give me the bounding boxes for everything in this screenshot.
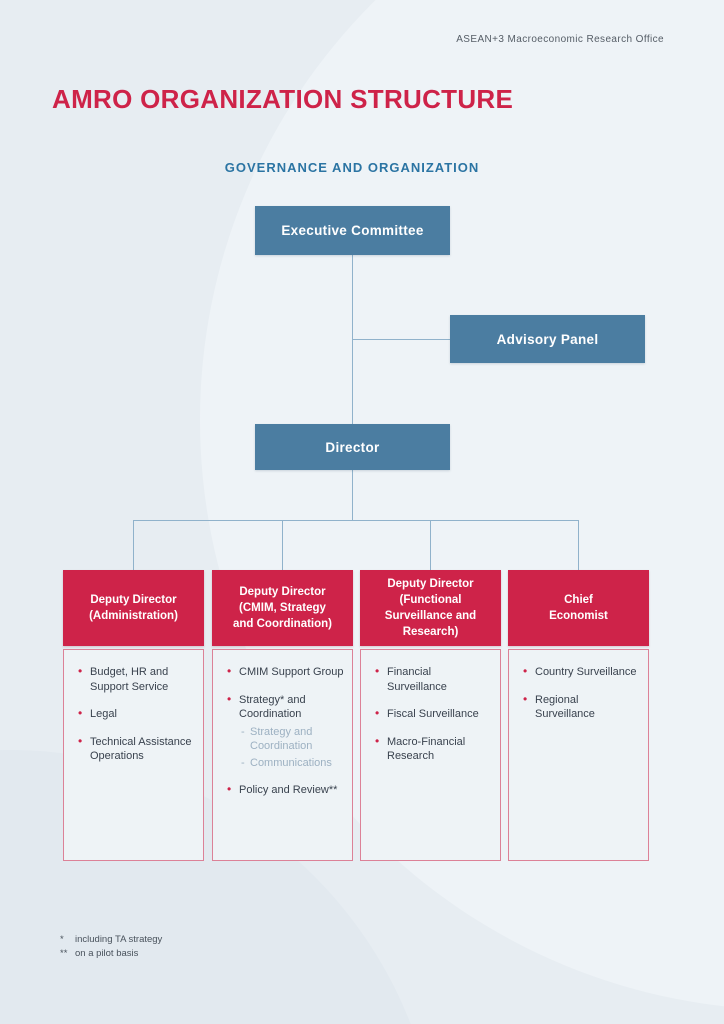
dept-list-chief-economist: Country Surveillance Regional Surveillan… [508, 649, 649, 861]
footnote-marker: * [60, 934, 64, 945]
footnote: * including TA strategy [60, 933, 162, 947]
connector-director-down [352, 470, 353, 520]
node-executive-committee: Executive Committee [255, 206, 450, 255]
list-item: Budget, HR and Support Service [77, 664, 195, 694]
list-item: Regional Surveillance [522, 692, 640, 722]
dept-column-surveillance: Deputy Director (Functional Surveillance… [360, 570, 501, 861]
page-title: AMRO ORGANIZATION STRUCTURE [52, 84, 514, 114]
dept-column-administration: Deputy Director (Administration) Budget,… [63, 570, 204, 861]
footnote: ** on a pilot basis [60, 947, 162, 961]
dept-header-surveillance: Deputy Director (Functional Surveillance… [360, 570, 501, 646]
connector-to-advisory-panel [352, 339, 450, 340]
list-item: Financial Surveillance [374, 664, 492, 694]
connector-drop-chief-economist [578, 520, 579, 570]
list-item: Strategy* and Coordination Strategy and … [226, 692, 344, 771]
node-director: Director [255, 424, 450, 470]
dept-column-cmim: Deputy Director (CMIM, Strategy and Coor… [212, 570, 353, 861]
dept-list-surveillance: Financial Surveillance Fiscal Surveillan… [360, 649, 501, 861]
list-item: Policy and Review** [226, 782, 344, 798]
connector-drop-cmim [282, 520, 283, 570]
list-item: Country Surveillance [522, 664, 640, 680]
section-subtitle: GOVERNANCE AND ORGANIZATION [224, 160, 480, 175]
connector-drop-administration [133, 520, 134, 570]
dept-column-chief-economist: Chief Economist Country Surveillance Reg… [508, 570, 649, 861]
list-item-text: Strategy* and Coordination [239, 693, 306, 721]
connector-drop-surveillance [430, 520, 431, 570]
dept-list-administration: Budget, HR and Support Service Legal Tec… [63, 649, 204, 861]
footnotes: * including TA strategy ** on a pilot ba… [60, 933, 162, 962]
dept-header-administration: Deputy Director (Administration) [63, 570, 204, 646]
footnote-text: including TA strategy [75, 934, 163, 945]
dept-header-cmim: Deputy Director (CMIM, Strategy and Coor… [212, 570, 353, 646]
dept-list-cmim: CMIM Support Group Strategy* and Coordin… [212, 649, 353, 861]
list-item: Fiscal Surveillance [374, 706, 492, 722]
sub-item: Strategy and Coordination [239, 725, 344, 754]
sub-item: Communications [239, 756, 344, 771]
org-label: ASEAN+3 Macroeconomic Research Office [456, 34, 664, 45]
list-item: CMIM Support Group [226, 664, 344, 680]
node-advisory-panel: Advisory Panel [450, 315, 645, 363]
footnote-text: on a pilot basis [75, 948, 139, 960]
dept-header-chief-economist: Chief Economist [508, 570, 649, 646]
list-item: Legal [77, 706, 195, 722]
list-item: Macro-Financial Research [374, 734, 492, 764]
footnote-marker: ** [60, 948, 68, 960]
list-item: Technical Assistance Operations [77, 734, 195, 764]
connector-horizontal-bar [133, 520, 579, 521]
